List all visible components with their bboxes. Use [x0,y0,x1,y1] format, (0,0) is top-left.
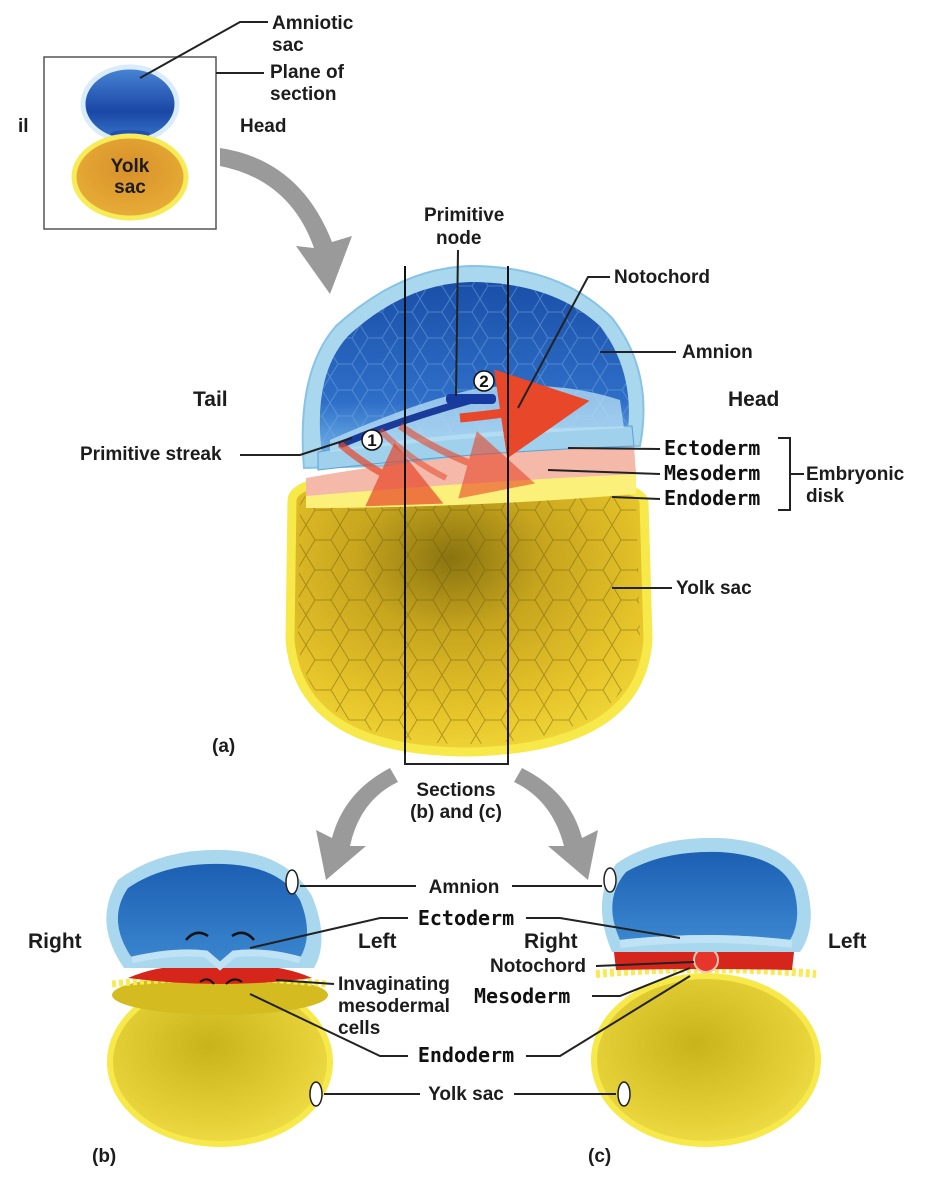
inset-head-label: Head [240,116,286,137]
amnion-label: Amnion [682,342,753,363]
embryonic-disk-label-1: Embryonic [806,464,905,485]
section-b [106,849,333,1147]
sections-mesoderm-leader [592,967,691,997]
embryonic-disk-bracket [778,437,804,511]
inset-cut-text: il [18,116,29,137]
main-primitive-streak [338,396,476,448]
inset-amniotic-leader [139,21,268,79]
primitive-node-label-2: node [436,228,481,249]
section-c-amnion-cavity [612,851,798,940]
section-b-amnion-cavity [117,863,308,962]
inset-panel: Yolk sac il Amniotic sac Plane of sectio… [18,13,354,230]
panel-c-label: (c) [588,1146,611,1167]
inset-amniotic-label-2: sac [272,35,304,56]
mesoderm-label: Mesoderm [664,461,760,485]
invaginating-leader [275,979,335,985]
right-c-label: Right [524,930,578,953]
inset-yolk-sac [71,133,189,221]
inset-yolk-label-1: Yolk [111,156,150,177]
section-b-cell-marks [199,978,243,985]
tail-label: Tail [193,388,228,411]
sections-label-2: (b) and (c) [410,802,502,823]
section-c-yolk [591,973,821,1147]
notochord-leader [517,276,610,409]
primitive-streak-label: Primitive streak [80,444,222,465]
arrow-to-section-c [514,768,598,880]
left-c-label: Left [828,930,867,953]
head-label: Head [728,388,779,411]
inset-plane-label-2: section [270,84,337,105]
inset-to-main-arrow [220,148,352,294]
section-bracket [404,754,509,765]
panel-a-label: (a) [212,736,235,757]
inset-amniotic-label-1: Amniotic [272,13,354,34]
main-embryo: 1 2 [285,264,653,757]
main-arrow-meso-2 [398,423,535,499]
sections-yolk-label: Yolk sac [428,1084,504,1105]
main-step-2-label: 2 [479,372,488,391]
sections-label-1: Sections [416,780,495,801]
sections-ectoderm-leader-b [249,917,408,949]
right-b-label: Right [28,930,82,953]
sections-endoderm-label: Endoderm [418,1043,514,1067]
left-b-label: Left [358,930,397,953]
endoderm-leader [611,496,661,500]
inset-amniotic-sac [80,64,180,144]
section-b-amnion-tag [285,869,299,895]
section-b-ectoderm [131,949,301,971]
embryonic-disk-label-2: disk [806,486,844,507]
main-step-1-label: 1 [367,431,376,450]
main-yolk-cells [298,483,640,744]
main-arrow-meso-3 [377,427,448,481]
ectoderm-label: Ectoderm [664,436,760,460]
main-step-2-circle [473,370,495,392]
invaginating-label-1: Invaginating [338,974,450,995]
sections-amnion-label: Amnion [429,877,500,898]
notochord-label: Notochord [614,267,710,288]
main-arrow-meso-1 [337,441,444,507]
endoderm-label: Endoderm [664,486,760,510]
primitive-node-leader [455,249,459,397]
sections-notochord-leader [595,961,695,967]
section-b-fold-marks [185,931,255,941]
section-c-yolk-tag [617,1081,631,1107]
invaginating-label-2: mesodermal [338,996,450,1017]
inset-plane-label-1: Plane of [270,62,345,83]
main-step-1-circle [361,429,383,451]
arrow-to-section-b [316,768,398,880]
section-c-amnion-tag [603,867,617,893]
inset-yolk-label-2: sac [114,177,146,198]
primitive-streak-leader [240,437,353,456]
main-arrow-notochord [459,369,590,459]
sections-ectoderm-leader-c [526,917,681,939]
sections-mesoderm-label: Mesoderm [474,984,570,1008]
section-c-ectoderm [619,935,793,948]
invaginating-label-3: cells [338,1018,380,1039]
yolk-sac-label: Yolk sac [676,578,752,599]
sections-endoderm-leader-c [526,975,691,1057]
panel-b-label: (b) [92,1146,116,1167]
section-c [591,837,821,1147]
primitive-node-label-1: Primitive [424,205,504,226]
mesoderm-leader [547,469,661,475]
sections-ectoderm-label: Ectoderm [418,906,514,930]
main-primitive-node [446,394,496,404]
sections-notochord-label: Notochord [490,956,586,977]
sections-endoderm-leader-b [249,993,408,1057]
section-b-yolk-tag [309,1081,323,1107]
ectoderm-leader [567,447,661,450]
